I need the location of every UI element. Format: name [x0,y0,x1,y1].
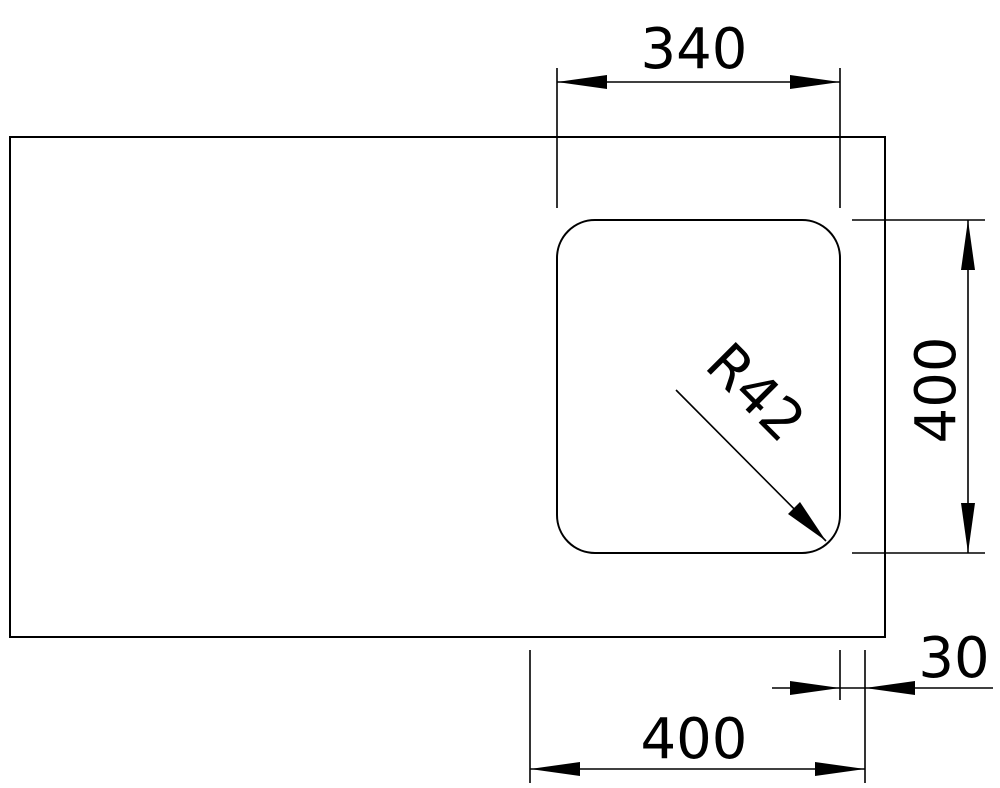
arrowhead-right [865,681,915,695]
dimension-bottom-400: 400 [529,650,866,783]
dimension-right-400: 400 [852,219,985,554]
dimension-label-position: 400 [641,707,748,772]
arrowhead-left [790,681,840,695]
dimension-label-offset: 30 [918,626,989,691]
arrowhead-right [790,75,840,89]
arrowhead-right [815,762,865,776]
arrowhead-top [961,220,975,270]
radius-label: R42 [693,331,817,455]
leader-arrowhead [788,502,826,541]
dimension-label-sink-height: 400 [904,337,969,444]
dimension-label-sink-width: 340 [641,17,748,82]
dimension-top-340: 340 [556,17,841,208]
radius-leader-r42: R42 [675,331,827,542]
arrowhead-left [530,762,580,776]
arrowhead-bottom [961,503,975,553]
sink-bowl-outline [556,219,841,554]
countertop-outline [9,136,886,638]
arrowhead-left [557,75,607,89]
dimension-offset-30: 30 [772,626,993,700]
